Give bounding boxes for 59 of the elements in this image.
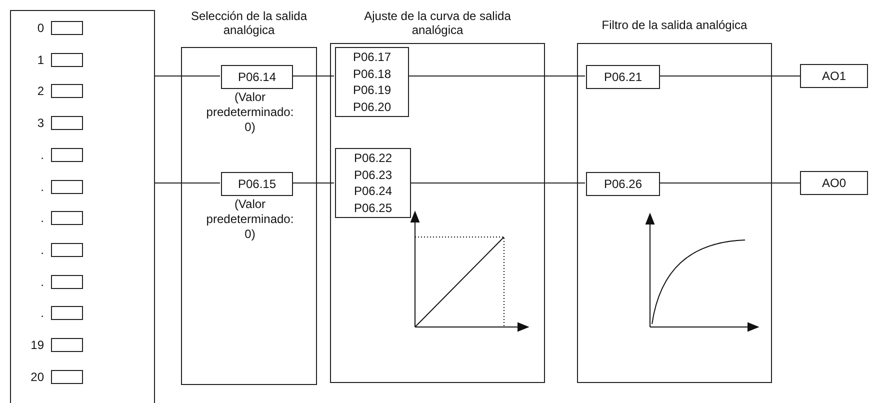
connector-line [658,182,800,184]
slot-number: . [40,211,44,225]
slot-number: 2 [37,84,44,98]
slot-box [51,243,83,257]
slot-box [51,180,83,194]
slot-box [51,84,83,98]
panel-frame [181,47,317,385]
parameter-box [335,47,409,117]
panel-frame [330,43,545,383]
slot-box [51,21,83,35]
slot-number: . [40,180,44,194]
parameter-code: P06.22 [354,150,392,166]
parameter-box [586,65,660,89]
output-terminal-box [800,171,868,195]
default-value-note: (Valor predeterminado: 0) [205,90,295,135]
slot-number: . [40,148,44,162]
selector-panel [10,10,155,403]
parameter-box [221,172,293,196]
parameter-box [335,148,411,218]
parameter-code: P06.14 [238,70,276,84]
parameter-box [586,172,660,196]
parameter-code: P06.15 [238,177,276,191]
slot-number: 1 [37,53,44,67]
panel-heading: Ajuste de la curva de salida analógica [363,9,512,37]
slot-box [51,148,83,162]
parameter-code: AO1 [822,69,846,83]
parameter-box [221,65,293,89]
parameter-code: P06.18 [352,66,392,82]
output-terminal-box [800,64,868,88]
parameter-code: P06.17 [352,49,392,66]
slot-box [51,275,83,289]
slot-number: 0 [37,21,44,35]
panel-heading: Filtro de la salida analógica [600,18,748,32]
slot-number: . [40,306,44,320]
parameter-code: P06.23 [354,166,392,183]
slot-box [51,211,83,225]
slot-box [51,370,83,384]
connector-line [410,182,586,184]
connector-line [154,182,220,184]
slot-box [51,53,83,67]
panel-heading: Selección de la salida analógica [190,9,308,37]
parameter-code: P06.21 [604,70,642,84]
default-value-note: (Valor predeterminado: 0) [205,197,295,242]
parameter-code: P06.25 [354,200,392,216]
parameter-code: P06.24 [354,183,392,200]
parameter-code: AO0 [822,176,846,190]
slot-box [51,338,83,352]
slot-number: 19 [30,338,44,352]
parameter-code: P06.19 [352,82,392,98]
slot-number: . [40,243,44,257]
connector-line [292,182,334,184]
slot-box [51,306,83,320]
slot-box [51,116,83,130]
parameter-code: P06.20 [352,98,392,115]
slot-number: 3 [37,116,44,130]
parameter-code: P06.26 [604,177,642,191]
slot-number: 20 [30,370,44,384]
panel-frame [577,43,772,383]
slot-number: . [40,275,44,289]
